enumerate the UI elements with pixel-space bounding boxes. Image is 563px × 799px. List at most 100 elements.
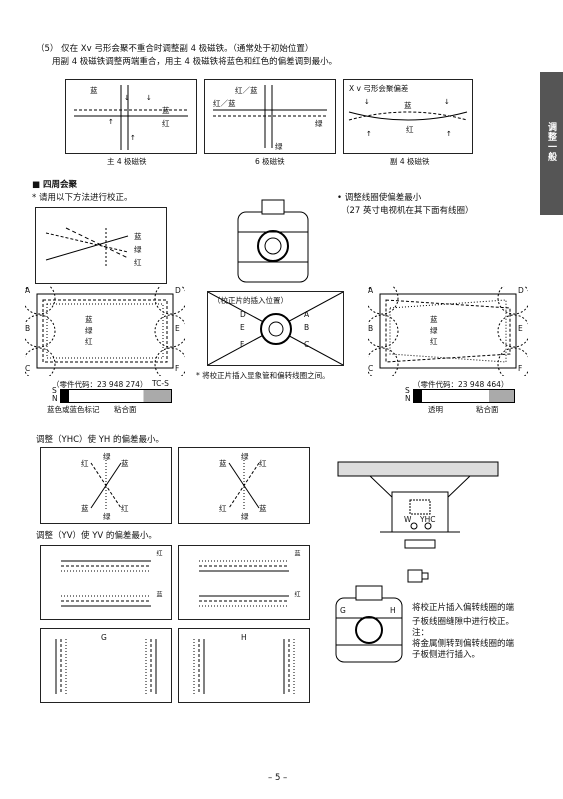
transparent-label: 透明 bbox=[428, 405, 443, 414]
s-label: S bbox=[405, 386, 410, 395]
label-red: 红 bbox=[293, 591, 300, 597]
xv-label: X v 弓形会聚偏差 bbox=[349, 84, 409, 93]
terminal-note-4: 将金属侧转到偏转线圈的端 bbox=[412, 639, 515, 649]
correction-piece-left bbox=[60, 389, 172, 403]
insert-e: E bbox=[240, 323, 245, 332]
yv-figure-g: G bbox=[40, 628, 172, 703]
corner-a: A bbox=[368, 286, 374, 295]
svg-text:↓: ↓ bbox=[444, 98, 450, 106]
h-label: H bbox=[241, 633, 247, 642]
label-green: 绿 bbox=[315, 119, 323, 128]
coil-note-2: （27 英寸电视机在其下面有线圈） bbox=[341, 206, 474, 216]
yv-title: 调整（YV）使 YV 的偏差最小。 bbox=[36, 531, 157, 541]
n-label: N bbox=[405, 394, 411, 403]
s-label: S bbox=[52, 386, 57, 395]
svg-text:↑: ↑ bbox=[446, 130, 452, 138]
adhesive-left-label: 粘合面 bbox=[114, 405, 137, 414]
four-corner-heading: ■ 四周会聚 bbox=[32, 180, 77, 190]
corner-a: A bbox=[25, 286, 31, 295]
label-blue: 蓝 bbox=[90, 86, 98, 95]
side-tab: 调整一般 bbox=[540, 72, 563, 215]
label-blue: 蓝 bbox=[162, 106, 170, 115]
insert-f: F bbox=[240, 340, 245, 349]
section5-line2: 用副 4 极磁铁调整两端重合，用主 4 极磁铁将蓝色和红色的偏差调到最小。 bbox=[52, 57, 338, 67]
label-red: 红 bbox=[430, 337, 438, 346]
yhc-figure-2: 绿 蓝 红 红 蓝 绿 bbox=[178, 447, 310, 524]
yv-figure-1: 红 蓝 bbox=[40, 545, 172, 620]
label-green: 绿 bbox=[103, 452, 111, 461]
h-marker: H bbox=[390, 606, 396, 615]
caption-sub-4pole: 副 4 极磁铁 bbox=[390, 157, 430, 166]
insert-c: C bbox=[304, 340, 310, 349]
insert-position-label: （校正片的插入位置） bbox=[213, 296, 288, 305]
crossing-lines bbox=[45, 227, 129, 268]
four-corner-intro: * 请用以下方法进行校正。 bbox=[32, 193, 133, 203]
part-code-right: （零件代码：23 948 464） bbox=[413, 380, 509, 389]
label-red: 红 bbox=[81, 459, 89, 468]
yv-figure-h: H bbox=[178, 628, 310, 703]
label-blue: 蓝 bbox=[404, 101, 412, 110]
svg-text:↓: ↓ bbox=[364, 98, 370, 106]
label-red: 红 bbox=[219, 504, 227, 513]
page-number: – 5 – bbox=[268, 773, 288, 783]
label-green: 绿 bbox=[103, 512, 111, 521]
corner-f: F bbox=[175, 364, 180, 373]
main-4pole-figure: ↓↑ ↑↓ 蓝 蓝 红 bbox=[65, 79, 197, 154]
g-label: G bbox=[101, 633, 107, 642]
label-red-blue: 红／蓝 bbox=[235, 86, 258, 95]
corner-c: C bbox=[368, 364, 374, 373]
terminal-note-5: 子板侧进行插入。 bbox=[412, 650, 481, 660]
label-blue: 蓝 bbox=[121, 459, 129, 468]
corner-e: E bbox=[518, 324, 523, 333]
caption-main-4pole: 主 4 极磁铁 bbox=[107, 157, 147, 166]
label-blue: 蓝 bbox=[81, 504, 89, 513]
yv-figure-2: 蓝 红 bbox=[178, 545, 310, 620]
svg-text:↓: ↓ bbox=[124, 94, 130, 102]
part-code-left: （零件代码：23 948 274） bbox=[52, 380, 148, 389]
corner-c: C bbox=[25, 364, 31, 373]
label-red: 红 bbox=[155, 550, 162, 556]
label-blue: 蓝 bbox=[430, 315, 438, 324]
g-marker: G bbox=[340, 606, 346, 615]
yhc-title: 调整（YHC）使 YH 的偏差最小。 bbox=[36, 435, 165, 445]
label-red: 红 bbox=[121, 504, 129, 513]
mark-left-label: 蓝色或蓝色标记 bbox=[47, 405, 100, 414]
insert-a: A bbox=[304, 310, 310, 319]
corner-intro-figure: 蓝 绿 红 bbox=[35, 207, 167, 284]
correction-piece-right bbox=[413, 389, 515, 403]
insert-note: * 将校正片插入显象管和偏转线圈之间。 bbox=[196, 371, 330, 380]
insert-d: D bbox=[240, 310, 246, 319]
corner-d: D bbox=[518, 286, 524, 295]
label-blue: 蓝 bbox=[85, 315, 93, 324]
terminal-note-3: 注： bbox=[412, 628, 430, 638]
terminal-note-2: 子板线圈缝隙中进行校正。 bbox=[412, 617, 515, 627]
label-red: 红 bbox=[406, 125, 414, 134]
sub-4pole-figure: ↓ ↓ ↑ ↑ X v 弓形会聚偏差 蓝 红 bbox=[343, 79, 473, 154]
svg-text:↑: ↑ bbox=[366, 130, 372, 138]
label-blue: 蓝 bbox=[134, 232, 142, 241]
label-blue: 蓝 bbox=[155, 591, 162, 597]
corner-b: B bbox=[25, 324, 31, 333]
label-red: 红 bbox=[85, 337, 93, 346]
tc-label: TC-S bbox=[152, 379, 169, 388]
left-corner-diagram: A B C D E F 蓝 绿 红 bbox=[25, 286, 185, 376]
label-red-blue: 红／蓝 bbox=[213, 99, 236, 108]
6pole-figure: 红／蓝 红／蓝 绿 绿 bbox=[204, 79, 336, 154]
insert-position-figure: （校正片的插入位置） D E F A B C bbox=[207, 291, 344, 366]
label-green: 绿 bbox=[85, 326, 93, 335]
label-green: 绿 bbox=[430, 326, 438, 335]
label-green: 绿 bbox=[241, 452, 249, 461]
6pole-diagram bbox=[213, 85, 327, 148]
side-tab-label: 调整一般 bbox=[546, 122, 556, 162]
label-blue: 蓝 bbox=[219, 459, 227, 468]
sub-4pole-diagram: ↓ ↓ ↑ ↑ bbox=[348, 98, 468, 138]
right-corner-diagram: A B C D E F 蓝 绿 红 bbox=[368, 286, 528, 376]
label-red: 红 bbox=[162, 119, 170, 128]
w-label: W bbox=[404, 515, 412, 524]
yhc-label: YHC bbox=[420, 515, 436, 524]
corner-b: B bbox=[368, 324, 374, 333]
label-red: 红 bbox=[259, 459, 267, 468]
insert-b: B bbox=[304, 323, 310, 332]
corner-d: D bbox=[175, 286, 181, 295]
label-blue: 蓝 bbox=[293, 550, 300, 556]
